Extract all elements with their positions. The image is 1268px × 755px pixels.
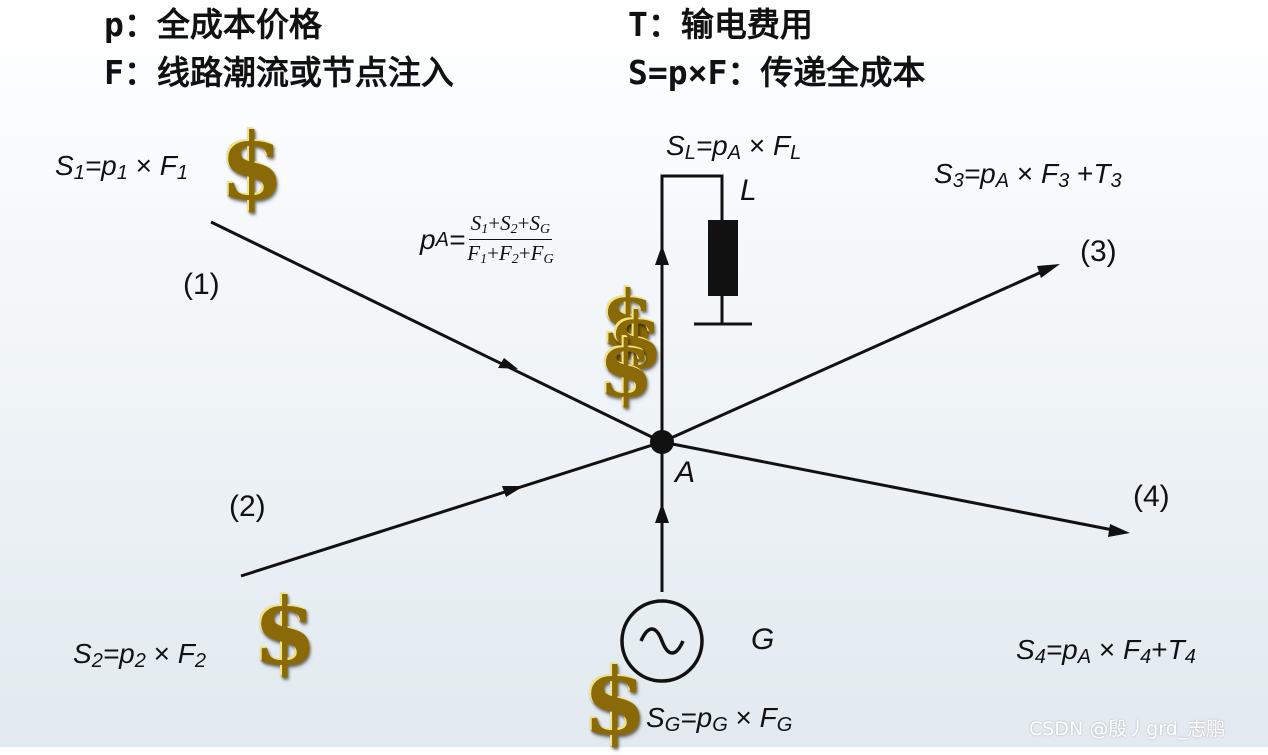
dollar-sign-icon: $ <box>219 112 284 220</box>
dollar-sign-icon: $ <box>608 302 662 380</box>
legend-s-definition: S=p×F：传递全成本 <box>628 53 926 92</box>
branch-3-label: (3) <box>1080 235 1117 268</box>
branch-3-arrow <box>1037 264 1060 278</box>
dollar-sign-icon: $ <box>582 647 647 755</box>
branch-2-label: (2) <box>229 490 266 523</box>
equation-s2: S2=p2 × F2 <box>73 638 207 672</box>
resistor-load-icon <box>708 220 738 296</box>
equation-sg: SG=pG × FG <box>646 702 793 736</box>
dollar-sign-icon: $ <box>600 280 654 358</box>
load-flow-arrow <box>655 245 669 265</box>
dollar-sign-icon: $ <box>598 323 653 414</box>
watermark: CSDN @殷丿grd_志鹏 <box>1029 718 1226 740</box>
branch-4-line <box>661 440 1114 532</box>
branch-2-line <box>240 440 663 578</box>
branch-4-arrow <box>1108 524 1130 537</box>
equation-s4: S4=pA × F4+T4 <box>1016 634 1196 668</box>
node-a-label: A <box>675 456 696 489</box>
legend-p-definition: p：全成本价格 <box>104 5 322 44</box>
branch-1-label: (1) <box>183 268 220 301</box>
node-a-dot <box>650 430 674 454</box>
equation-s3: S3=pA × F3 +T3 <box>934 158 1122 192</box>
legend-t-definition: T：输电费用 <box>628 5 813 44</box>
branch-2-arrow <box>502 486 524 497</box>
branch-1-line <box>210 220 663 444</box>
load-feeder-line <box>660 174 724 442</box>
generator-flow-arrow <box>655 503 669 523</box>
load-label: L <box>740 174 757 207</box>
branch-4-label: (4) <box>1133 480 1170 513</box>
branch-3-line <box>661 268 1047 444</box>
branch-1-arrow <box>498 358 518 369</box>
legend-f-definition: F：线路潮流或节点注入 <box>104 53 454 92</box>
pa-denominator: F1+F2+FG <box>467 241 554 268</box>
equation-s1: S1=p1 × F1 <box>55 150 189 184</box>
generator-label: G <box>751 623 775 656</box>
ac-generator-icon <box>620 599 704 683</box>
pa-numerator: S1+S2+SG <box>468 211 553 241</box>
dollar-sign-icon: $ <box>252 577 317 685</box>
pa-fraction: S1+S2+SG F1+F2+FG <box>465 211 555 268</box>
equation-sl: SL=pA × FL <box>666 130 802 164</box>
